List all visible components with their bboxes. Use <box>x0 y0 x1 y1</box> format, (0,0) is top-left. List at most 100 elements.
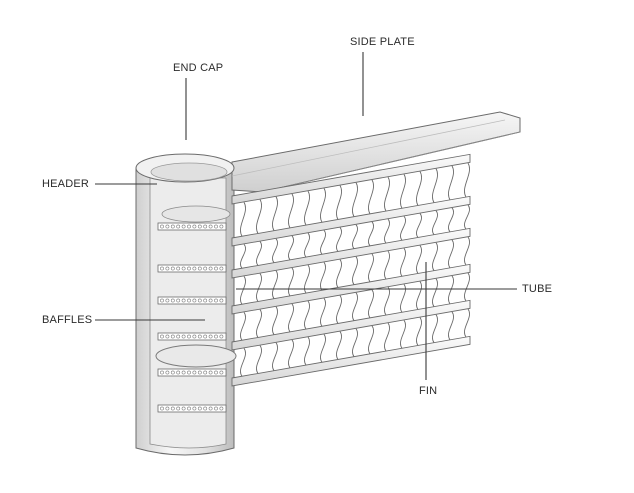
tube-port <box>192 370 197 375</box>
tube-port <box>214 334 218 339</box>
tube-port <box>203 224 208 229</box>
tube-port <box>203 370 208 375</box>
tube-port <box>214 266 218 271</box>
tube-port <box>170 298 175 303</box>
tube-port <box>181 266 186 271</box>
tube-row <box>231 227 471 279</box>
tube-end-slot <box>157 296 227 305</box>
tube-port <box>197 298 202 303</box>
baffle-upper <box>161 205 231 223</box>
tube-port <box>170 370 175 375</box>
tube-port <box>181 370 186 375</box>
tube-port <box>165 298 170 303</box>
tube-port <box>197 334 202 339</box>
tube-port <box>197 370 202 375</box>
tube-port <box>219 266 224 271</box>
tube-port <box>187 298 191 303</box>
label-end-cap: END CAP <box>173 62 224 74</box>
tube-port <box>187 334 191 339</box>
tube-port <box>208 224 213 229</box>
tube-port <box>214 224 218 229</box>
tube-port <box>197 406 202 411</box>
fin-row <box>240 162 470 237</box>
tube-end-slot <box>157 264 227 273</box>
tube-port <box>214 298 218 303</box>
label-fin: FIN <box>419 385 438 397</box>
tube-end-slot <box>157 368 227 377</box>
tube-port <box>165 370 170 375</box>
tube-port <box>208 298 213 303</box>
tube-port <box>203 406 208 411</box>
tube-port <box>214 370 218 375</box>
tube-port <box>192 334 197 339</box>
tube-port <box>181 224 186 229</box>
tube-port <box>176 370 181 375</box>
header-cutaway <box>149 177 227 449</box>
tube-port <box>160 334 164 339</box>
tube-port <box>170 334 175 339</box>
tube-port <box>203 298 208 303</box>
label-tube: TUBE <box>522 283 553 295</box>
tube-port <box>203 334 208 339</box>
tube-port <box>187 266 191 271</box>
tube-port <box>176 224 181 229</box>
tube-port <box>160 370 164 375</box>
tube-port <box>176 266 181 271</box>
tube-port <box>219 370 224 375</box>
tube-port <box>160 224 164 229</box>
tube-port <box>197 266 202 271</box>
tube-port <box>170 406 175 411</box>
tube-end-slot <box>157 222 227 231</box>
tube-row <box>231 153 471 205</box>
tube-row <box>231 195 471 247</box>
tube-port <box>192 298 197 303</box>
tube-port <box>176 298 181 303</box>
tube-end-slot <box>157 404 227 413</box>
leader-lines <box>95 52 517 380</box>
tube-port <box>219 298 224 303</box>
side-plate <box>231 111 521 193</box>
tube-port <box>165 224 170 229</box>
tube-port <box>181 406 186 411</box>
tube-port <box>197 224 202 229</box>
label-header: HEADER <box>42 178 90 190</box>
tube-ends <box>157 222 227 413</box>
fin-row <box>240 204 470 269</box>
tube-port <box>208 334 213 339</box>
tube-port <box>208 370 213 375</box>
tube-port <box>170 266 175 271</box>
tube-port <box>187 370 191 375</box>
tube-end-slot <box>157 332 227 341</box>
tube-port <box>160 266 164 271</box>
label-side-plate: SIDE PLATE <box>350 36 415 48</box>
tube-port <box>208 266 213 271</box>
tube-port <box>192 224 197 229</box>
tube-port <box>176 406 181 411</box>
baffle-lower <box>155 344 237 368</box>
tube-row <box>231 299 471 351</box>
tube-port <box>165 406 170 411</box>
fin-row <box>240 236 470 305</box>
fin-row <box>240 308 470 377</box>
tube-port <box>160 298 164 303</box>
tube-port <box>208 406 213 411</box>
tube-port <box>219 334 224 339</box>
tube-port <box>203 266 208 271</box>
tube-port <box>181 334 186 339</box>
tube-port <box>165 334 170 339</box>
tube-port <box>181 298 186 303</box>
tube-port <box>219 406 224 411</box>
tube-port <box>192 266 197 271</box>
tube-port <box>170 224 175 229</box>
tube-port <box>176 334 181 339</box>
tube-port <box>187 406 191 411</box>
tube-port <box>187 224 191 229</box>
tube-port <box>165 266 170 271</box>
tube-row <box>231 335 471 387</box>
fin-row <box>240 272 470 341</box>
tube-port <box>160 406 164 411</box>
tube-port <box>219 224 224 229</box>
tube-port <box>214 406 218 411</box>
